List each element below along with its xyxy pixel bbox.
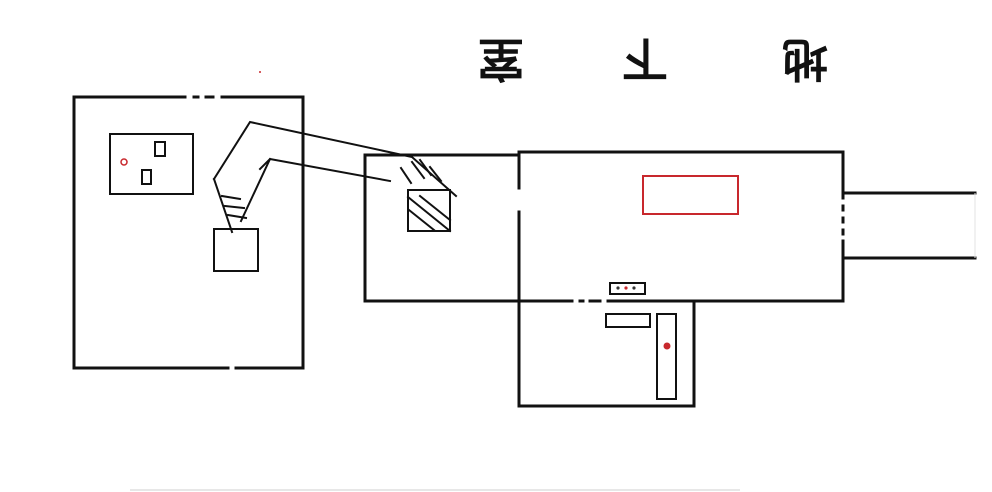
highlight-zone [642, 175, 739, 215]
guide-lines [130, 193, 976, 491]
panel-dot [632, 286, 636, 290]
stray-dot [259, 71, 261, 73]
main-room [517, 150, 845, 303]
left-room [72, 95, 305, 370]
corridor [841, 191, 977, 260]
lower-room [517, 299, 696, 408]
outlet-panel [109, 133, 194, 195]
panel-dot [616, 286, 620, 290]
outlet-marker [120, 158, 128, 166]
stair-duct [212, 120, 458, 272]
panel-dot [624, 286, 628, 290]
middle-room [363, 153, 845, 303]
lower-room-fixtures [605, 282, 677, 400]
switch-marker [663, 342, 671, 350]
